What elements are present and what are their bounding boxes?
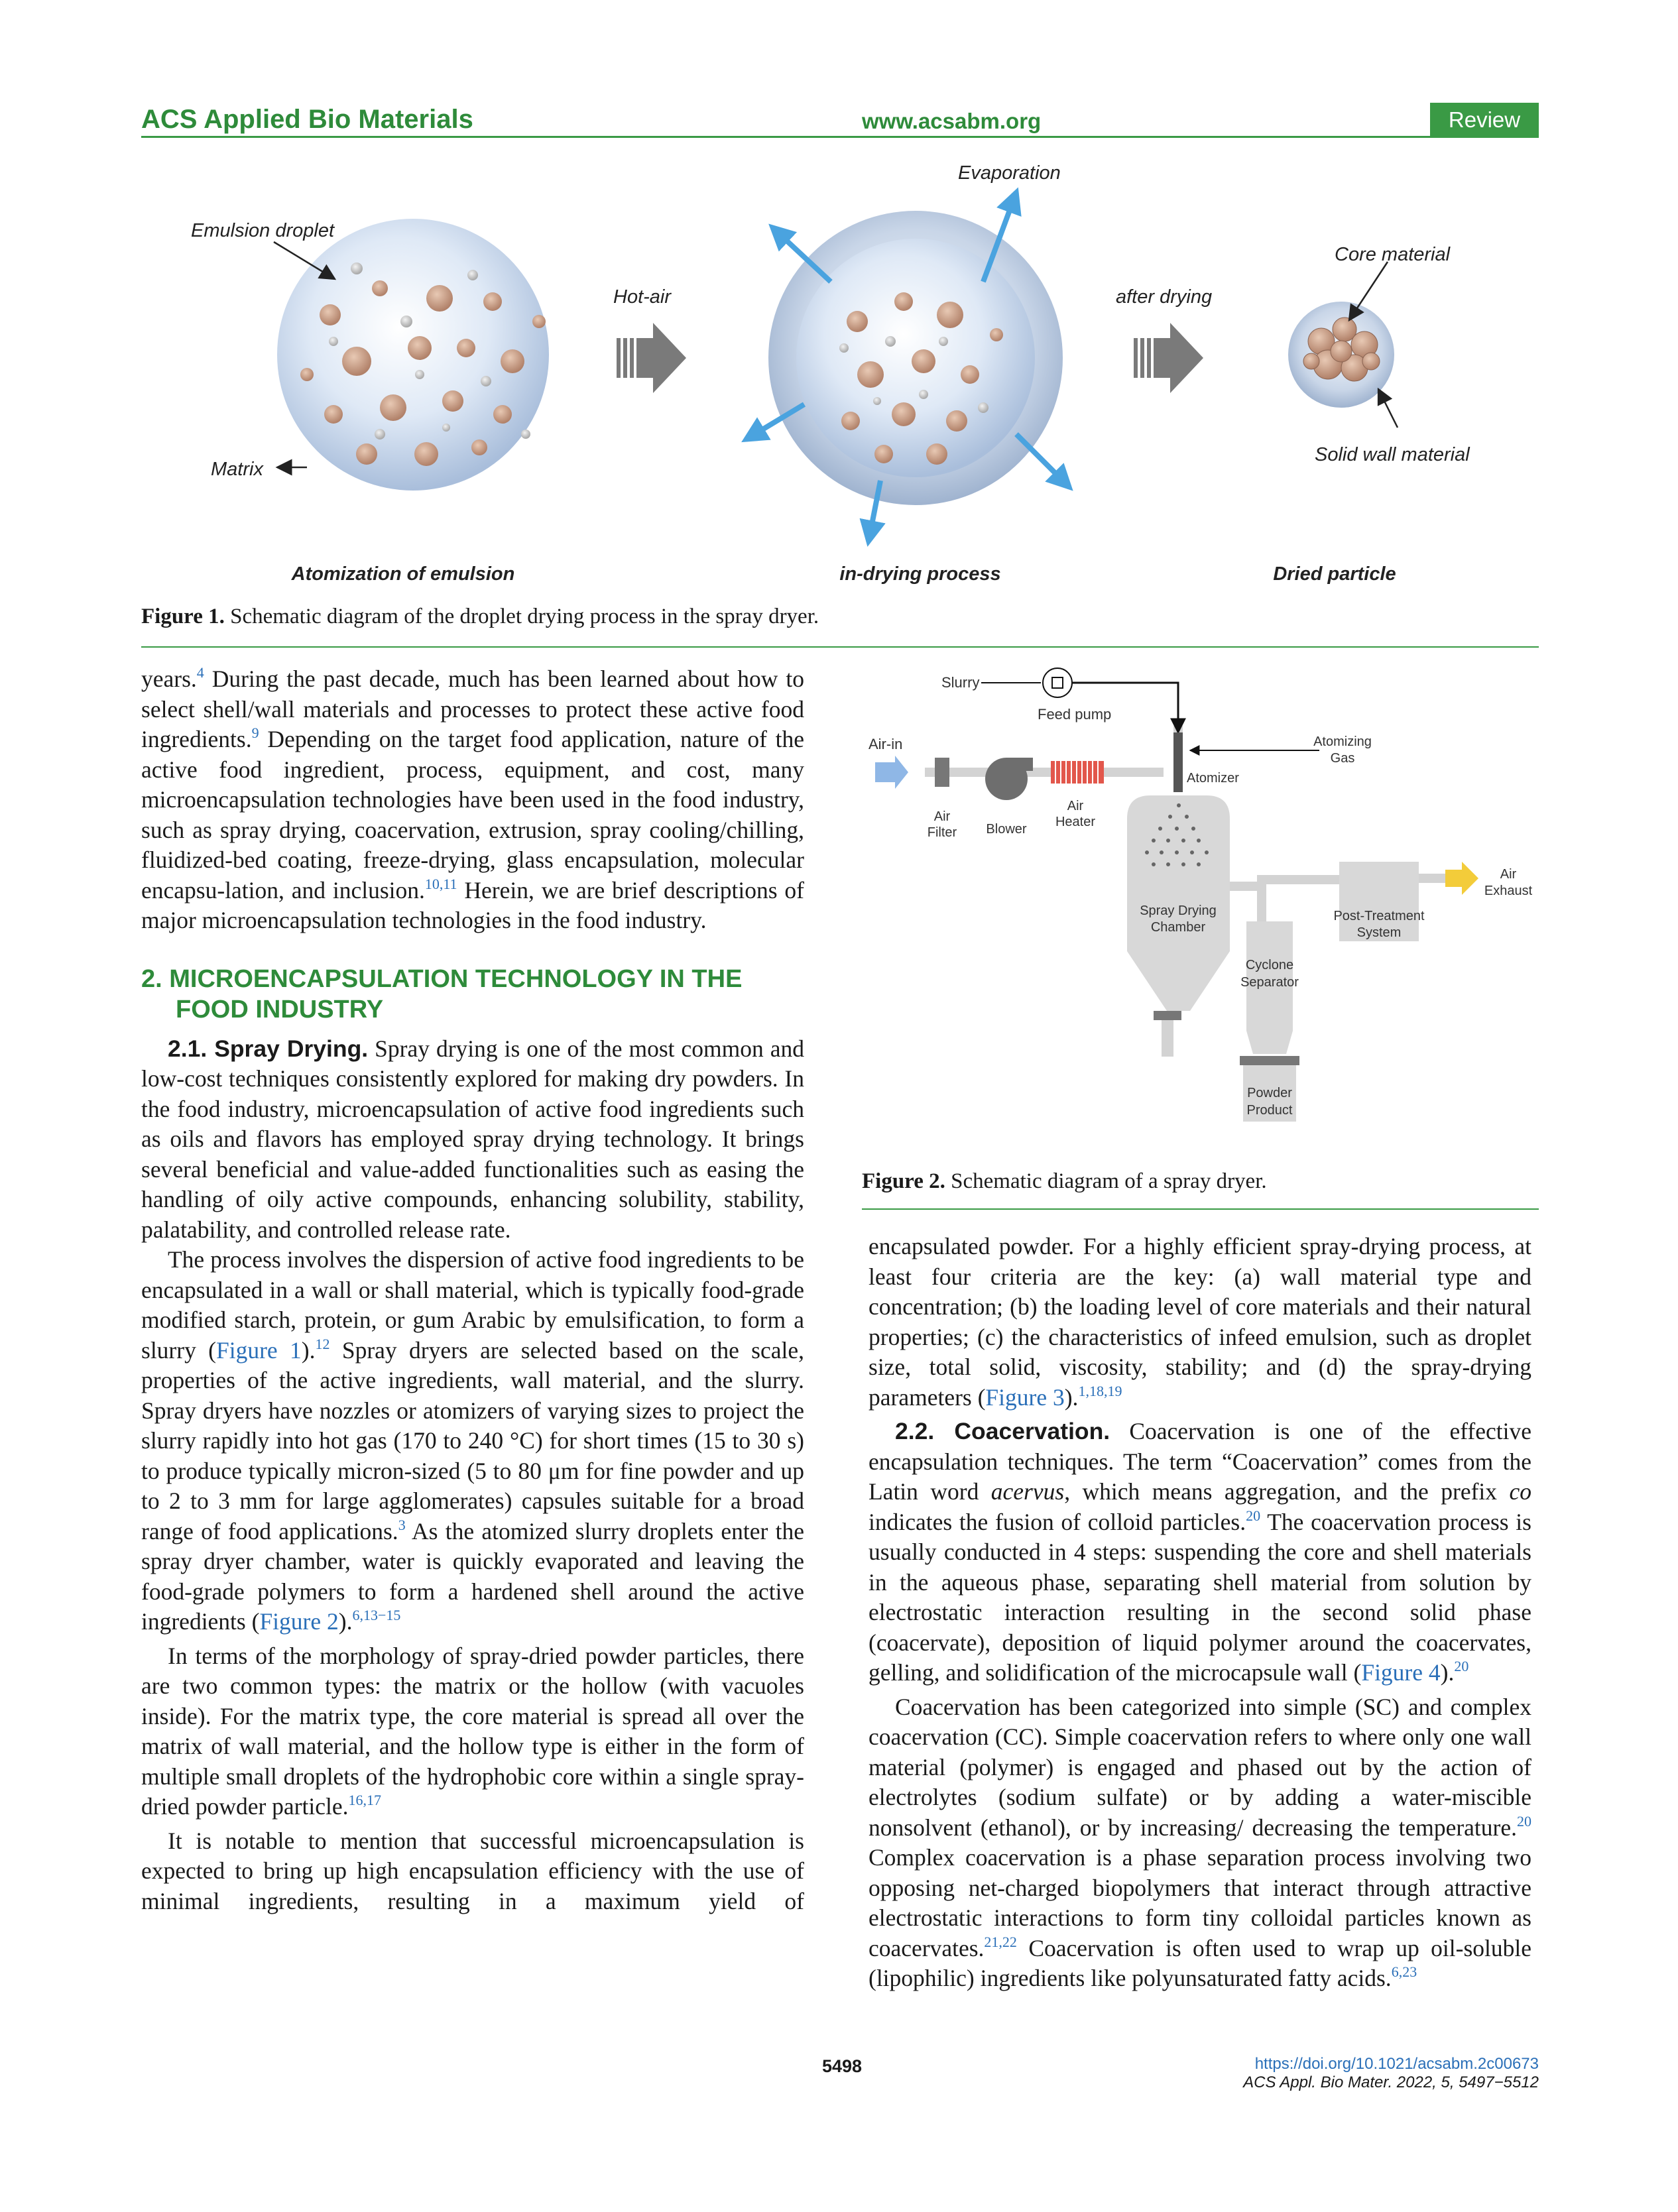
svg-text:Air: Air	[1500, 867, 1517, 882]
figure-2-diagram: Air-in Air Filter Blower Air Heater Slur…	[869, 668, 1533, 1122]
article-type-badge: Review	[1430, 103, 1539, 137]
doi-link[interactable]: https://doi.org/10.1021/acsabm.2c00673	[1254, 2055, 1539, 2073]
emulsion-droplet	[277, 219, 549, 491]
svg-text:Air: Air	[1067, 799, 1084, 813]
svg-text:Feed pump: Feed pump	[1038, 706, 1111, 723]
svg-text:Heater: Heater	[1055, 815, 1095, 829]
subsection-heading: 2.2. Coacervation.	[895, 1418, 1110, 1444]
reference[interactable]: 20	[1246, 1507, 1261, 1524]
svg-text:Chamber: Chamber	[1151, 920, 1206, 935]
drying-droplet	[768, 211, 1063, 505]
paragraph: Coacervation has been categorized into s…	[869, 1693, 1531, 1992]
citation: ACS Appl. Bio Mater. 2022, 5, 5497−5512	[1243, 2073, 1539, 2091]
paragraph: The process involves the dispersion of a…	[141, 1246, 805, 1635]
figure-link[interactable]: Figure 1	[216, 1336, 302, 1364]
svg-text:Separator: Separator	[1240, 975, 1299, 990]
air-in-label: Air-in	[869, 736, 902, 752]
stage-drying-label: in-drying process	[839, 563, 1000, 585]
right-column: encapsulated powder. For a highly effici…	[869, 1232, 1531, 1994]
svg-text:Gas: Gas	[1331, 751, 1355, 766]
figure-link[interactable]: Figure 3	[985, 1383, 1065, 1411]
figure-link[interactable]: Figure 4	[1361, 1659, 1441, 1686]
stage-atomization-label: Atomization of emulsion	[291, 563, 515, 585]
svg-text:Powder: Powder	[1247, 1086, 1292, 1100]
air-in-arrow	[875, 756, 908, 789]
stage-dried-label: Dried particle	[1273, 563, 1396, 585]
svg-text:Cyclone: Cyclone	[1246, 958, 1293, 972]
svg-text:Atomizer: Atomizer	[1187, 771, 1239, 786]
dried-particle	[1288, 302, 1394, 408]
svg-text:Air: Air	[934, 809, 951, 824]
core-material-label: Core material	[1335, 244, 1451, 265]
reference[interactable]: 12	[315, 1335, 330, 1352]
svg-text:Slurry: Slurry	[941, 674, 979, 691]
evaporation-label: Evaporation	[958, 162, 1061, 184]
svg-text:Post-Treatment: Post-Treatment	[1333, 909, 1425, 923]
reference[interactable]: 6,23	[1391, 1963, 1417, 1980]
figure-2-rule	[862, 1208, 1539, 1210]
reference[interactable]: 20	[1517, 1812, 1531, 1830]
svg-text:Filter: Filter	[928, 825, 957, 840]
figure-2-caption-label: Figure 2.	[862, 1169, 945, 1193]
left-column: years.4 During the past decade, much has…	[141, 664, 804, 1916]
svg-text:Exhaust: Exhaust	[1484, 884, 1533, 898]
page-number: 5498	[822, 2056, 863, 2076]
subsection-heading: 2.1. Spray Drying.	[168, 1035, 369, 1062]
powder-product	[1243, 1065, 1296, 1122]
journal-name: ACS Applied Bio Materials	[141, 105, 473, 134]
figure-link[interactable]: Figure 2	[259, 1608, 339, 1635]
paragraph: 2.2. Coacervation. Coacervation is one o…	[869, 1418, 1531, 1686]
paragraph: In terms of the morphology of spray-drie…	[141, 1642, 804, 1820]
reference[interactable]: 20	[1454, 1658, 1469, 1674]
air-heater	[1051, 761, 1104, 784]
header-rule	[141, 136, 1539, 138]
atomizer	[1173, 732, 1183, 792]
paragraph: 2.1. Spray Drying. Spray drying is one o…	[141, 1035, 804, 1243]
figure-1-caption: Figure 1. Schematic diagram of the dropl…	[141, 603, 1539, 630]
figure-1-caption-text: Schematic diagram of the droplet drying …	[224, 605, 819, 628]
emulsion-droplet-label: Emulsion droplet	[191, 220, 335, 241]
figure-2-caption-text: Schematic diagram of a spray dryer.	[945, 1169, 1267, 1193]
reference[interactable]: 4	[196, 664, 204, 681]
paragraph: encapsulated powder. For a highly effici…	[869, 1233, 1531, 1411]
after-drying-label: after drying	[1116, 286, 1212, 308]
figure-2-caption: Figure 2. Schematic diagram of a spray d…	[862, 1168, 1539, 1194]
paragraph: It is notable to mention that successful…	[141, 1827, 804, 1914]
svg-text:Blower: Blower	[986, 822, 1026, 837]
air-filter	[935, 758, 949, 787]
paragraph: years.4 During the past decade, much has…	[141, 664, 804, 934]
hot-air-arrow	[617, 323, 686, 393]
reference[interactable]: 21,22	[984, 1933, 1017, 1950]
figure-1-diagram: Emulsion droplet Matrix Hot-air Evaporat…	[191, 162, 1470, 585]
reference[interactable]: 10,11	[424, 875, 457, 892]
post-treatment-system	[1339, 862, 1419, 941]
journal-url[interactable]: www.acsabm.org	[862, 109, 1042, 133]
reference[interactable]: 1,18,19	[1078, 1382, 1122, 1399]
reference[interactable]: 6,13−15	[352, 1607, 401, 1623]
hot-air-label: Hot-air	[613, 286, 672, 308]
reference[interactable]: 3	[398, 1516, 406, 1533]
figure-1-caption-label: Figure 1.	[141, 605, 225, 628]
figure-1-rule	[141, 646, 1539, 648]
evaporation-arrows	[741, 187, 1073, 547]
air-exhaust-arrow	[1445, 862, 1478, 895]
reference[interactable]: 16,17	[348, 1792, 381, 1808]
spray-drying-chamber	[1127, 795, 1230, 1057]
reference[interactable]: 9	[251, 725, 259, 741]
svg-text:Product: Product	[1247, 1103, 1293, 1118]
matrix-label: Matrix	[211, 459, 264, 480]
svg-text:Atomizing: Atomizing	[1313, 734, 1372, 749]
svg-text:System: System	[1357, 925, 1402, 940]
after-drying-arrow	[1134, 323, 1203, 393]
cyclone-separator	[1240, 921, 1299, 1122]
solid-wall-material-label: Solid wall material	[1315, 444, 1470, 465]
svg-text:Spray Drying: Spray Drying	[1140, 903, 1217, 918]
